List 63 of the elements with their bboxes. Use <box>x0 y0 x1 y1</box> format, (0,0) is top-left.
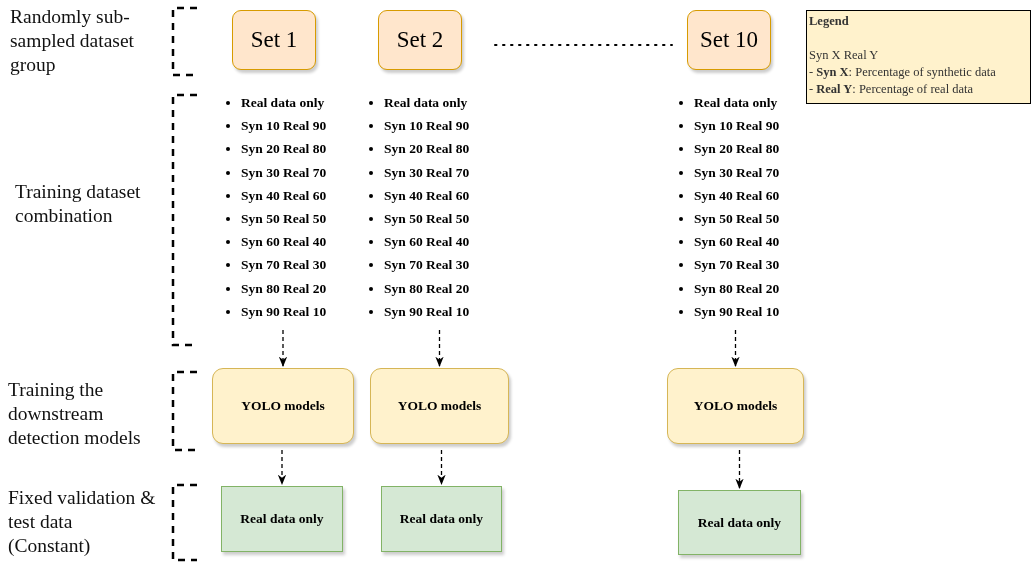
list-item: Syn 50 Real 50 <box>384 211 470 226</box>
row-label: Randomly sub-sampled dataset group <box>10 5 135 77</box>
list-item: Syn 10 Real 90 <box>384 118 470 134</box>
set-box <box>687 10 771 70</box>
list-item: Syn 90 Real 10 <box>241 303 327 319</box>
box-label: YOLO models <box>693 398 778 414</box>
list-item: Syn 70 Real 30 <box>694 257 780 273</box>
legend-box <box>806 10 1031 104</box>
box-label: YOLO models <box>397 398 482 414</box>
box-label: Set 10 <box>699 27 759 53</box>
list-item: Syn 50 Real 50 <box>694 211 780 226</box>
legend-text: - Real Y: Percentage of real data <box>809 81 975 98</box>
dashed-arrow <box>735 449 744 490</box>
list-item: Syn 70 Real 30 <box>241 257 327 273</box>
dashed-arrow <box>278 329 288 368</box>
model-box <box>370 368 509 444</box>
list-item: Syn 60 Real 40 <box>384 234 470 250</box>
box-label: YOLO models <box>241 398 325 414</box>
list-item: Syn 10 Real 90 <box>694 118 780 134</box>
list-item: Syn 40 Real 60 <box>241 187 327 203</box>
legend-title: Legend <box>809 13 850 30</box>
list-item: Syn 90 Real 10 <box>694 303 780 319</box>
list-item: Syn 70 Real 30 <box>384 257 470 273</box>
list-item: Syn 20 Real 80 <box>694 141 780 157</box>
box-label: Real data only <box>240 511 324 527</box>
list-item: Syn 90 Real 10 <box>384 303 470 319</box>
list-item: Syn 60 Real 40 <box>241 234 327 250</box>
data-box <box>678 490 801 555</box>
list-item: Syn 50 Real 50 <box>241 211 327 226</box>
box-label: Real data only <box>697 514 782 531</box>
list-item: Syn 40 Real 60 <box>384 187 470 203</box>
list-item: Syn 20 Real 80 <box>384 141 470 157</box>
data-box <box>381 486 502 552</box>
list-item: Syn 30 Real 70 <box>694 164 780 180</box>
list-item: Syn 30 Real 70 <box>241 164 327 180</box>
list-item: Syn 80 Real 20 <box>694 280 780 296</box>
list-item: Syn 30 Real 70 <box>384 164 470 180</box>
model-box <box>667 368 804 444</box>
list-item: Real data only <box>694 95 778 110</box>
set-box <box>378 10 462 70</box>
dashed-arrow <box>435 329 444 368</box>
list-item: Syn 40 Real 60 <box>694 187 780 203</box>
set-box <box>232 10 316 70</box>
box-label: Set 1 <box>250 27 298 53</box>
row-label: Training the downstream detection models <box>8 378 142 450</box>
row-label: Training dataset combination <box>15 180 142 228</box>
data-box <box>221 486 343 552</box>
model-box <box>212 368 354 444</box>
list-item: Syn 80 Real 20 <box>384 280 470 296</box>
list-item: Syn 10 Real 90 <box>241 118 327 134</box>
box-label: Real data only <box>399 511 484 527</box>
legend-text: Syn X Real Y <box>809 47 880 64</box>
list-item: Real data only <box>384 95 468 110</box>
list-item: Syn 80 Real 20 <box>241 280 327 296</box>
list-item: Real data only <box>241 95 325 110</box>
box-label: Set 2 <box>396 27 444 53</box>
dashed-arrow <box>277 449 287 486</box>
legend-text: - Syn X: Percentage of synthetic data <box>809 64 997 81</box>
dashed-arrow <box>437 449 446 486</box>
list-item: Syn 20 Real 80 <box>241 141 327 157</box>
list-item: Syn 60 Real 40 <box>694 234 780 250</box>
row-label: Fixed validation & test data (Constant) <box>8 486 157 558</box>
dashed-arrow <box>731 329 740 368</box>
